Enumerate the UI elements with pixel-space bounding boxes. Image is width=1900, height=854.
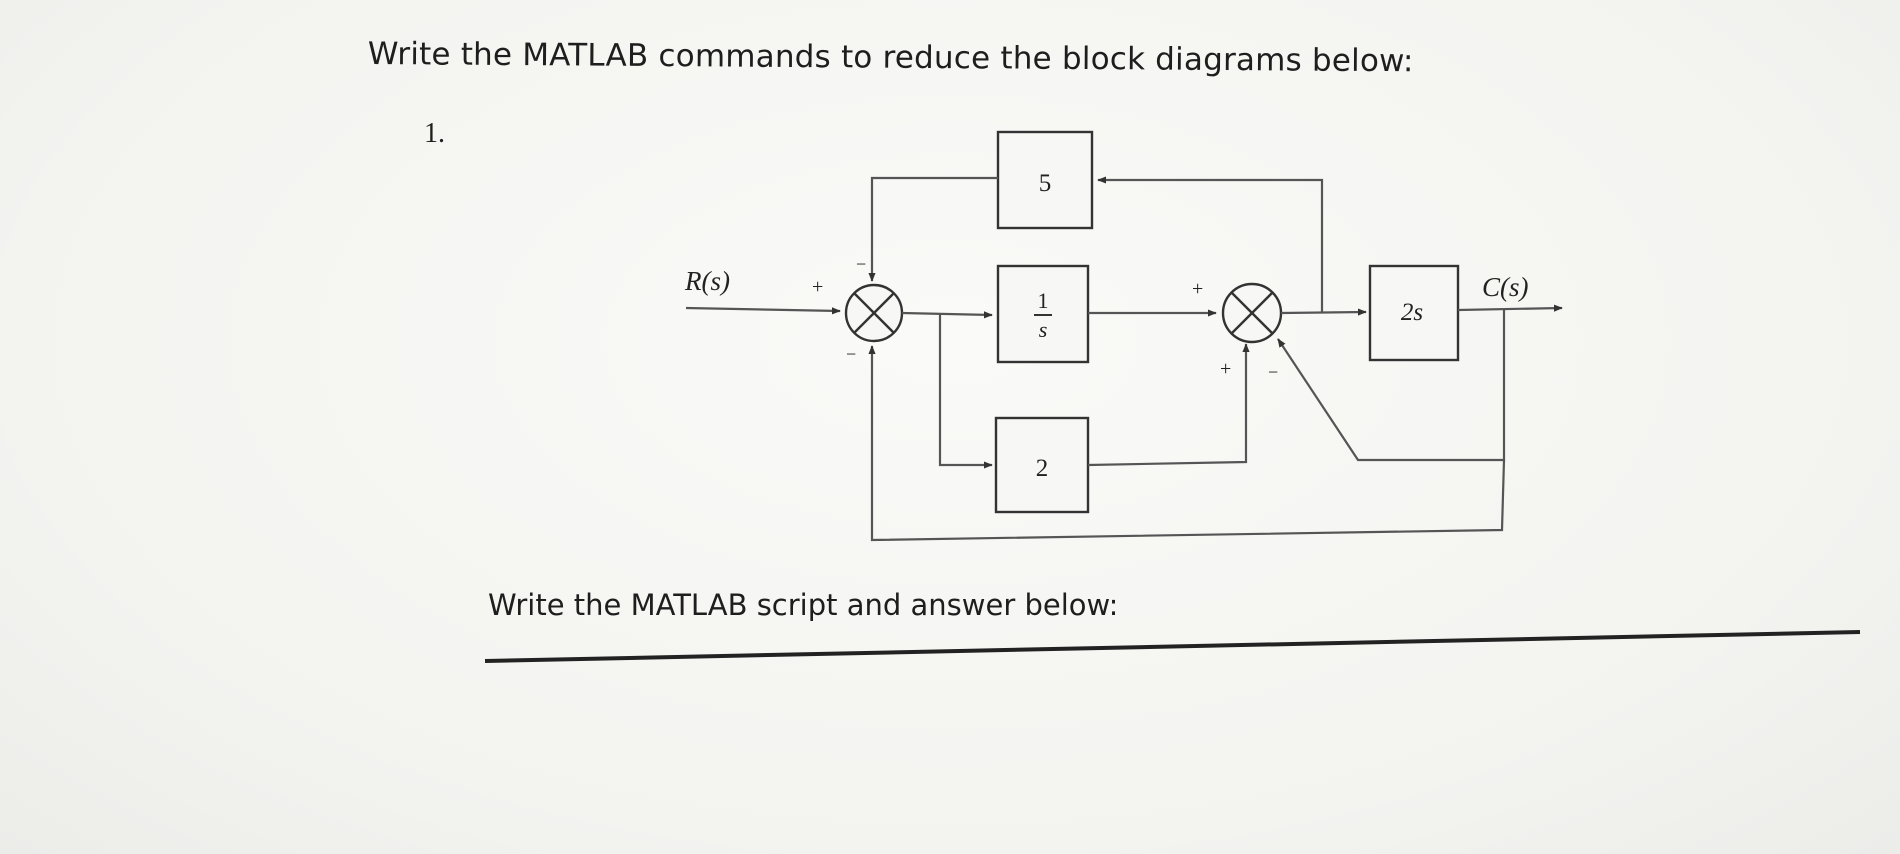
input-signal-line [685, 306, 841, 315]
output-signal-line [1457, 304, 1563, 312]
sum2-bottom-left-sign: + [1220, 358, 1231, 380]
gain-block-5 [996, 130, 1094, 230]
summing-junction-1 [844, 283, 904, 343]
sum2-bottom-right-sign: − [1268, 362, 1278, 382]
output-label: C(s) [1482, 272, 1529, 302]
output-feedback-to-sum2-line [1277, 309, 1506, 462]
sum1-top-sign: − [856, 254, 866, 274]
outer-feedback-to-sum1-line [868, 345, 1506, 542]
integrator-numerator: 1 [1038, 288, 1049, 313]
sum2-input-sign: + [1192, 278, 1203, 300]
summing-junction-2 [1221, 282, 1283, 344]
answer-prompt: Write the MATLAB script and answer below… [488, 588, 1119, 622]
output-block-2s [1368, 264, 1460, 362]
gain-5-to-sum1-line [868, 176, 998, 282]
output-block-label: 2s [1401, 299, 1423, 326]
sum2-to-output-block-line [1280, 308, 1367, 316]
top-feedback-to-gain-5-line [1097, 176, 1324, 312]
answer-underline [484, 630, 1861, 663]
gain-2-to-sum2-line [1087, 343, 1250, 467]
sum1-bottom-sign: − [846, 344, 856, 364]
gain-5-label: 5 [1039, 170, 1052, 197]
sum1-to-integrator-line [901, 311, 993, 319]
input-label: R(s) [684, 266, 730, 296]
branch-to-gain-2-line [938, 313, 993, 469]
sum1-input-sign: + [812, 276, 823, 298]
gain-2-label: 2 [1036, 455, 1049, 482]
gain-block-2 [994, 416, 1090, 514]
integrator-denominator: s [1039, 317, 1048, 342]
question-number: 1. [424, 118, 445, 149]
